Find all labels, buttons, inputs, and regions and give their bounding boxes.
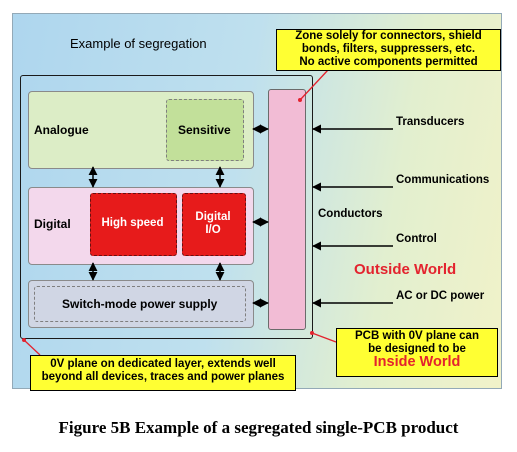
digital-label: Digital [34, 217, 71, 231]
zone-note-line-2: bonds, filters, suppressers, etc. [301, 43, 476, 55]
diagram-title: Example of segregation [70, 36, 207, 51]
pointer-pcb-note-dot [310, 331, 314, 335]
sensitive-block [166, 99, 244, 161]
zone-note-line-1: Zone solely for connectors, shield [295, 30, 482, 42]
plane-note-callout: 0V plane on dedicated layer, extends wel… [30, 355, 296, 391]
plane-note-line-1: 0V plane on dedicated layer, extends wel… [50, 358, 276, 370]
figure-caption: Figure 5B Example of a segregated single… [58, 418, 459, 437]
high-speed-label: High speed [101, 217, 164, 229]
pcb-outline [20, 75, 313, 339]
pointer-pcb-note [311, 332, 337, 343]
power-supply-inner [34, 286, 246, 322]
power-supply-label: Switch-mode power supply [62, 297, 218, 311]
pcb-note-callout: PCB with 0V plane can be designed to be … [336, 328, 498, 377]
pointer-plane-note-dot [22, 338, 26, 342]
conductors-label: Conductors [318, 208, 383, 220]
pointer-plane-note [23, 339, 41, 356]
zone-note-callout: Zone solely for connectors, shield bonds… [276, 29, 501, 71]
ac-dc-power-label: AC or DC power [396, 290, 485, 302]
pointer-zone-note-dot [298, 98, 302, 102]
pcb-note-line-1: PCB with 0V plane can [355, 330, 479, 342]
pointer-zone-note [299, 69, 329, 101]
high-speed-block [90, 193, 177, 256]
pcb-note-line-2: be designed to be [368, 343, 466, 355]
power-block [28, 280, 254, 328]
digital-io-block [182, 193, 246, 256]
communications-label: Communications [396, 174, 490, 186]
outside-world-label: Outside World [354, 261, 457, 278]
pcb-note-line-3: Inside World [373, 354, 461, 370]
transducers-label: Transducers [396, 116, 465, 128]
control-label: Control [396, 233, 437, 245]
digital-io-label: Digital I/O [182, 211, 244, 237]
plane-note-line-2: beyond all devices, traces and power pla… [41, 371, 285, 383]
connector-zone-bar [268, 89, 306, 330]
digital-io-label-line-1: Digital [195, 211, 231, 223]
zone-note-line-3: No active components permitted [299, 56, 478, 68]
digital-io-label-line-2: I/O [205, 224, 221, 236]
sensitive-label: Sensitive [178, 123, 231, 137]
analogue-label: Analogue [34, 123, 89, 137]
